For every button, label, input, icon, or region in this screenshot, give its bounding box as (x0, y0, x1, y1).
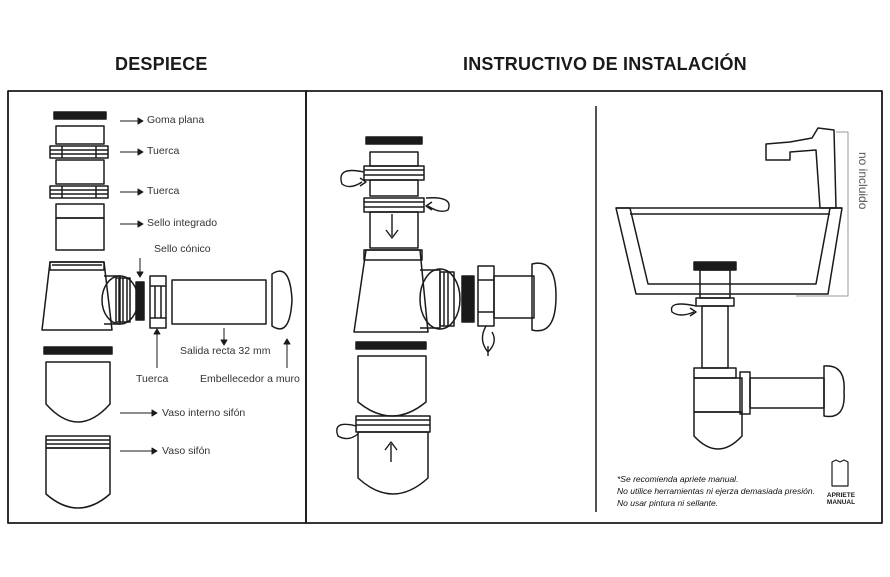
label-tuerca-3: Tuerca (136, 373, 169, 385)
label-sello-integrado: Sello integrado (147, 217, 218, 229)
sink-installation (615, 127, 849, 487)
fist-icon (831, 459, 849, 487)
label-salida-recta: Salida recta 32 mm (180, 345, 271, 357)
tube-top-part (55, 125, 105, 145)
label-vaso-sifon: Vaso sifón (162, 445, 211, 457)
hand-tighten-badge: APRIETE MANUAL (824, 492, 858, 506)
rotation-arrows (336, 169, 697, 462)
nut-part-2 (49, 185, 109, 199)
flat-gasket-part (53, 111, 107, 120)
side-nut-part (149, 275, 167, 329)
despiece-title: DESPIECE (115, 54, 208, 74)
cup-thread (45, 435, 111, 449)
nut-part-1 (49, 145, 109, 159)
straight-outlet-part (171, 279, 267, 325)
siphon-cup-part (45, 447, 111, 509)
note-line-1: *Se recomienda apriete manual. (617, 474, 739, 484)
label-no-incluido: no incluido (856, 152, 870, 210)
instructivo-title: INSTRUCTIVO DE INSTALACIÓN (463, 54, 747, 74)
fist-text-2: MANUAL (826, 499, 856, 506)
leader-lines (120, 117, 291, 455)
inner-cup-part (45, 361, 111, 423)
instructivo-frame (305, 90, 883, 524)
not-included-bracket (796, 131, 849, 297)
assembly-steps (353, 136, 557, 495)
wall-flange-part (271, 270, 293, 330)
note-line-2: No utilice herramientas ni ejerza demasi… (617, 486, 815, 496)
sink-basin (615, 207, 843, 295)
label-sello-conico: Sello cónico (154, 243, 211, 255)
fist-text-1: APRIETE (826, 492, 856, 499)
exploded-parts (41, 111, 293, 509)
label-goma-plana: Goma plana (147, 114, 205, 126)
conic-seal-part (135, 281, 145, 321)
label-vaso-interno: Vaso interno sifón (162, 407, 246, 419)
integrated-seal-part (55, 203, 105, 219)
note-line-3: No usar pintura ni sellante. (617, 498, 719, 508)
label-tuerca-2: Tuerca (147, 185, 180, 197)
label-embellecedor: Embellecedor a muro (200, 373, 300, 385)
label-tuerca-1: Tuerca (147, 145, 180, 157)
inner-cup-gasket (43, 346, 113, 355)
faucet-illustration (765, 127, 837, 209)
